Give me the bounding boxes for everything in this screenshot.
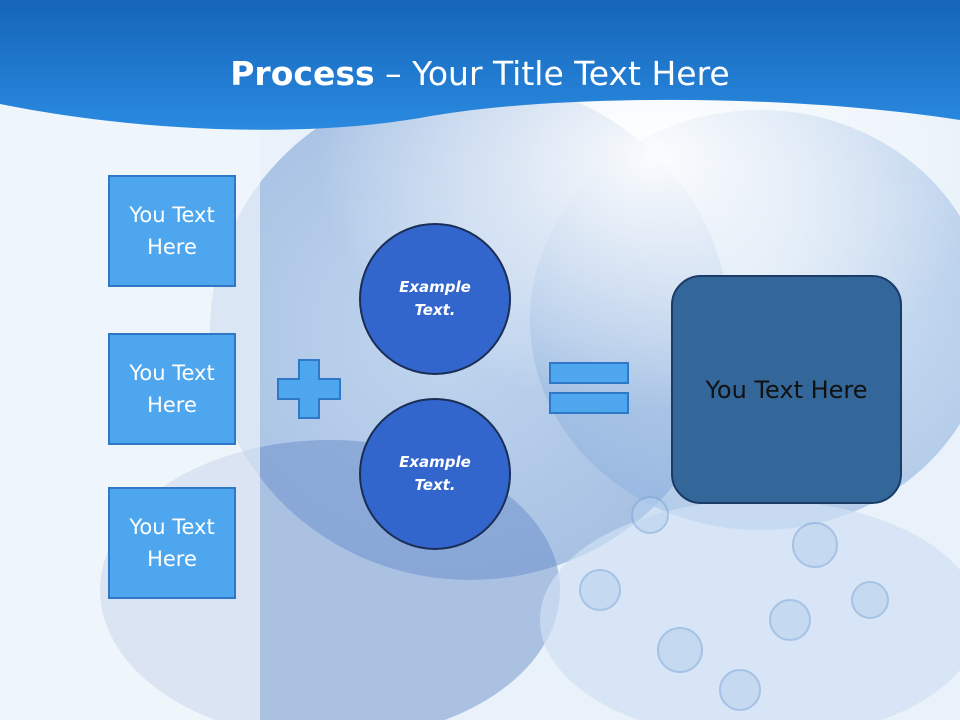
title-regular-part: – Your Title Text Here bbox=[374, 54, 730, 93]
slide-title: Process – Your Title Text Here bbox=[0, 52, 960, 96]
example-circle-1: Example Text. bbox=[359, 223, 511, 375]
input-box-1: You Text Here bbox=[108, 175, 236, 287]
result-box: You Text Here bbox=[671, 275, 902, 504]
equals-icon bbox=[549, 362, 629, 414]
title-bold-part: Process bbox=[230, 54, 375, 93]
plus-icon bbox=[277, 359, 341, 419]
input-box-3: You Text Here bbox=[108, 487, 236, 599]
example-circle-2: Example Text. bbox=[359, 398, 511, 550]
input-box-2: You Text Here bbox=[108, 333, 236, 445]
